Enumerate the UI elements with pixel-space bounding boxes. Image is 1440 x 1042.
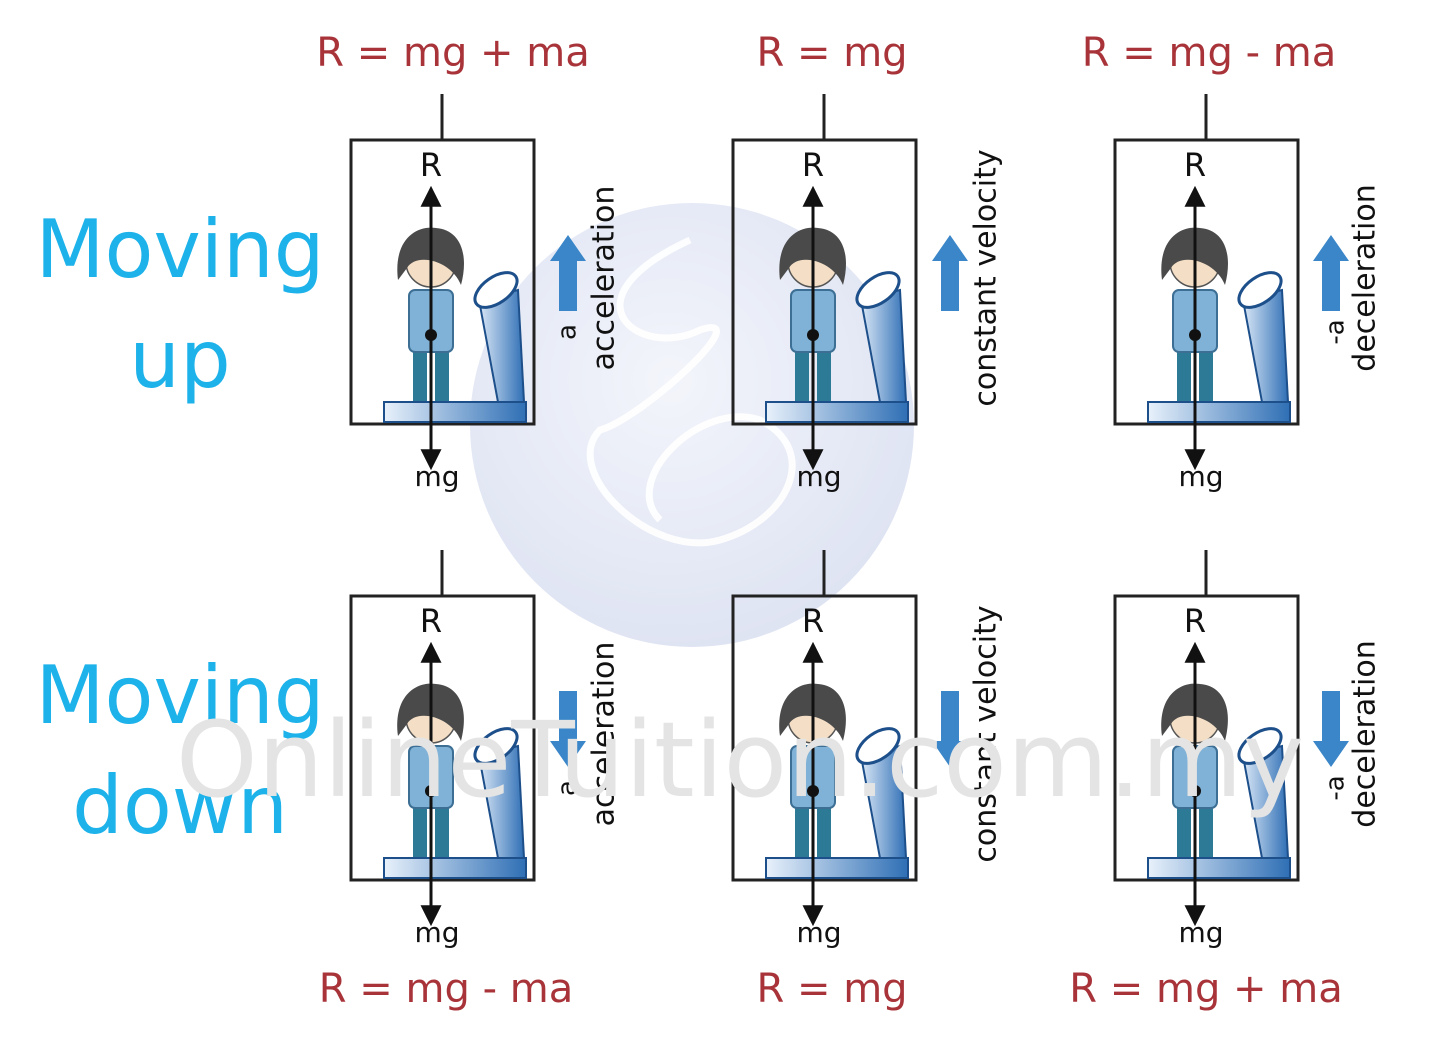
centre-of-mass-dot (425, 329, 437, 341)
motion-label: constant velocity (969, 605, 1004, 862)
row-label-moving-down-line1: Moving (35, 649, 325, 742)
acceleration-symbol: -a (1321, 319, 1351, 344)
weighing-scale (765, 401, 909, 423)
top-formula-deceleration: R = mg - ma (1081, 30, 1337, 76)
reaction-label: R (1184, 602, 1206, 640)
person-leg (795, 801, 809, 857)
acceleration-symbol: -a (1321, 775, 1351, 800)
bottom-formula-constant-velocity: R = mg (756, 966, 908, 1012)
person-leg (817, 801, 831, 857)
top-formula-constant-velocity: R = mg (756, 30, 908, 76)
person-leg (435, 801, 449, 857)
row-label-moving-down-line2: down (72, 759, 288, 852)
centre-of-mass-dot (425, 785, 437, 797)
acceleration-symbol: a (553, 324, 583, 340)
motion-direction-arrow (1313, 235, 1349, 311)
weighing-scale (383, 857, 527, 879)
reaction-label: R (420, 602, 442, 640)
bottom-formula-acceleration: R = mg - ma (318, 966, 574, 1012)
scale-dial (473, 727, 519, 765)
motion-direction-arrow (932, 235, 968, 311)
motion-direction-arrow (550, 691, 586, 767)
reaction-label: R (420, 146, 442, 184)
weighing-scale (1147, 401, 1291, 423)
person-leg (413, 345, 427, 401)
weighing-scale (765, 857, 909, 879)
lift-car (1113, 138, 1300, 426)
motion-label: deceleration (1348, 640, 1383, 827)
weighing-scale (1147, 857, 1291, 879)
watermark-text: OnlineTuition.com.my (175, 699, 1305, 821)
lift-car (349, 138, 536, 426)
person-leg (435, 345, 449, 401)
centre-of-mass-dot (807, 785, 819, 797)
person-leg (1199, 345, 1213, 401)
weight-label: mg (1178, 460, 1223, 493)
person-leg (1199, 801, 1213, 857)
motion-label: acceleration (587, 642, 622, 827)
motion-direction-arrow (550, 235, 586, 311)
acceleration-symbol: a (553, 780, 583, 796)
person-leg (413, 801, 427, 857)
weight-label: mg (414, 460, 459, 493)
row-label-moving-up-line1: Moving (35, 203, 325, 296)
lift-panel: Rmg constant velocity (731, 550, 1004, 949)
person-leg (1177, 801, 1191, 857)
bottom-formula-deceleration: R = mg + ma (1069, 966, 1343, 1012)
weight-label: mg (796, 916, 841, 949)
lift-car (731, 138, 918, 426)
weight-label: mg (414, 916, 459, 949)
centre-of-mass-dot (807, 329, 819, 341)
motion-direction-arrow (932, 691, 968, 767)
motion-direction-arrow (1313, 691, 1349, 767)
lift-car (731, 594, 918, 882)
reaction-label: R (1184, 146, 1206, 184)
centre-of-mass-dot (1189, 785, 1201, 797)
scale-dial (855, 727, 901, 765)
weight-label: mg (1178, 916, 1223, 949)
reaction-label: R (802, 146, 824, 184)
scale-dial (855, 271, 901, 309)
scale-dial (1237, 271, 1283, 309)
person-leg (1177, 345, 1191, 401)
weighing-scale (383, 401, 527, 423)
lift-car (1113, 594, 1300, 882)
scale-dial (473, 271, 519, 309)
motion-label: acceleration (587, 186, 622, 371)
reaction-label: R (802, 602, 824, 640)
motion-label: constant velocity (969, 149, 1004, 406)
top-formula-acceleration: R = mg + ma (316, 30, 590, 76)
centre-of-mass-dot (1189, 329, 1201, 341)
lift-car (349, 594, 536, 882)
person-leg (795, 345, 809, 401)
row-label-moving-up-line2: up (129, 313, 231, 406)
lift-panel: Rmg constant velocity (731, 94, 1004, 493)
motion-label: deceleration (1348, 184, 1383, 371)
weight-label: mg (796, 460, 841, 493)
person-leg (817, 345, 831, 401)
scale-dial (1237, 727, 1283, 765)
